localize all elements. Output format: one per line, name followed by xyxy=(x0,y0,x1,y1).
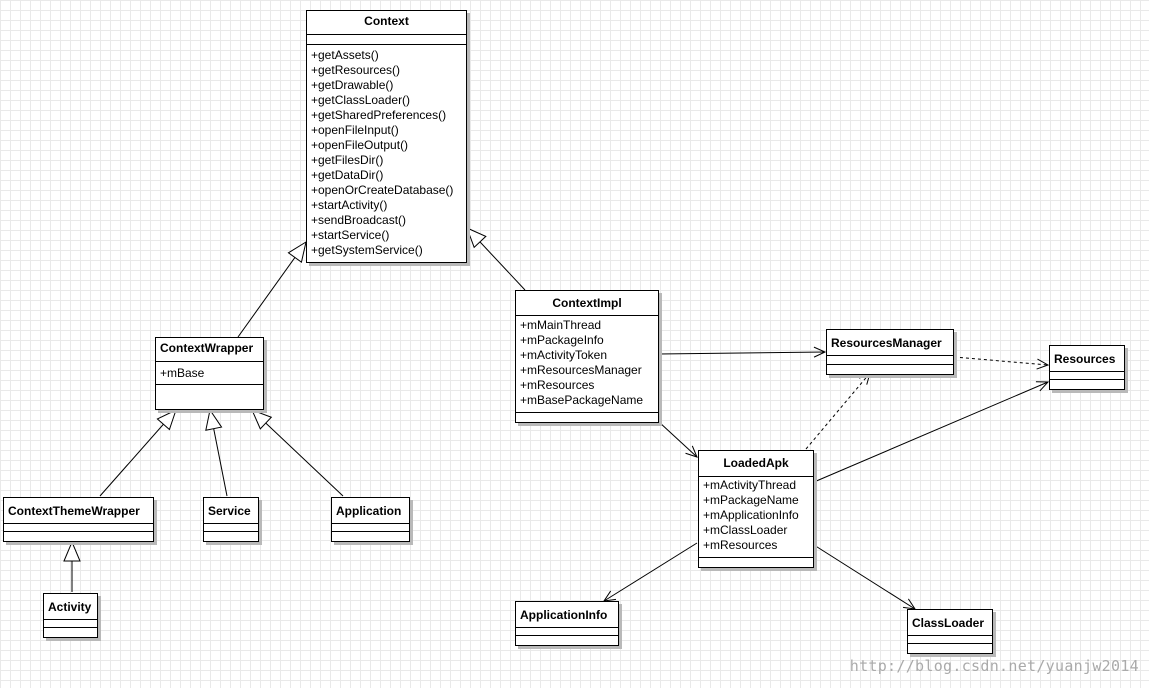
class-loaded-apk-name: LoadedApk xyxy=(723,456,789,470)
class-loaded-apk-attributes: +mActivityThread+mPackageName+mApplicati… xyxy=(703,478,811,553)
class-context-impl-name: ContextImpl xyxy=(552,296,622,310)
class-resources-name: Resources xyxy=(1054,352,1116,366)
method-item: +openOrCreateDatabase() xyxy=(311,183,454,197)
edge-contextimpl-context xyxy=(466,227,526,291)
class-context-wrapper[interactable]: ContextWrapper +mBase xyxy=(155,337,264,410)
class-loaded-apk[interactable]: LoadedApk +mActivityThread+mPackageName+… xyxy=(698,450,814,568)
edge-loadedapk-resources xyxy=(813,381,1050,483)
edge-loadedapk-resourcesmanager xyxy=(805,372,871,450)
method-item: +openFileInput() xyxy=(311,123,399,137)
attribute-item: +mClassLoader xyxy=(703,523,788,537)
class-class-loader-name: ClassLoader xyxy=(912,616,985,630)
edge-contextthemewrapper-contextwrapper xyxy=(99,409,177,497)
edge-loadedapk-applicationinfo xyxy=(602,542,698,602)
method-item: +getSharedPreferences() xyxy=(311,108,447,122)
class-resources-manager-name: ResourcesManager xyxy=(831,336,942,350)
method-item: +sendBroadcast() xyxy=(311,213,407,227)
attribute-item: +mBase xyxy=(160,366,205,380)
method-item: +getAssets() xyxy=(311,48,379,62)
method-item: +getResources() xyxy=(311,63,401,77)
class-class-loader[interactable]: ClassLoader xyxy=(907,609,993,654)
class-service-name: Service xyxy=(208,504,251,518)
attribute-item: +mResources xyxy=(703,538,778,552)
watermark: http://blog.csdn.net/yuanjw2014 xyxy=(849,657,1139,675)
method-item: +getSystemService() xyxy=(311,243,423,257)
class-resources[interactable]: Resources xyxy=(1049,345,1125,390)
method-item: +getFilesDir() xyxy=(311,153,384,167)
class-context-methods: +getAssets()+getResources()+getDrawable(… xyxy=(311,48,464,258)
class-resources-manager[interactable]: ResourcesManager xyxy=(826,329,954,375)
attribute-item: +mResourcesManager xyxy=(520,363,642,377)
edge-resourcesmanager-resources xyxy=(953,356,1050,370)
class-application[interactable]: Application xyxy=(331,497,410,542)
class-service[interactable]: Service xyxy=(203,497,259,542)
method-item: +startActivity() xyxy=(311,198,388,212)
class-application-name: Application xyxy=(336,504,402,518)
attribute-item: +mPackageInfo xyxy=(520,333,604,347)
edge-loadedapk-classloader xyxy=(813,544,917,610)
class-context-impl-attributes: +mMainThread+mPackageInfo+mActivityToken… xyxy=(520,318,656,408)
edge-contextwrapper-context xyxy=(237,240,307,338)
class-context-theme-wrapper-name: ContextThemeWrapper xyxy=(8,504,140,518)
attribute-item: +mResources xyxy=(520,378,595,392)
edge-application-contextwrapper xyxy=(251,409,344,497)
method-item: +startService() xyxy=(311,228,390,242)
attribute-item: +mApplicationInfo xyxy=(703,508,799,522)
method-item: +getDataDir() xyxy=(311,168,384,182)
attribute-item: +mBasePackageName xyxy=(520,393,644,407)
edge-contextimpl-loadedapk xyxy=(658,421,698,458)
class-context-wrapper-attributes: +mBase xyxy=(160,366,261,381)
attribute-item: +mPackageName xyxy=(703,493,799,507)
class-application-info[interactable]: ApplicationInfo xyxy=(515,601,619,646)
attribute-item: +mActivityThread xyxy=(703,478,797,492)
attribute-item: +mActivityToken xyxy=(520,348,608,362)
class-context-theme-wrapper[interactable]: ContextThemeWrapper xyxy=(3,497,154,542)
attribute-item: +mMainThread xyxy=(520,318,602,332)
class-activity-name: Activity xyxy=(48,600,92,614)
edge-contextimpl-resourcesmanager xyxy=(658,346,827,358)
class-context[interactable]: Context +getAssets()+getResources()+getD… xyxy=(306,10,467,263)
class-context-name: Context xyxy=(364,14,409,28)
method-item: +getDrawable() xyxy=(311,78,394,92)
class-application-info-name: ApplicationInfo xyxy=(520,608,608,622)
class-context-wrapper-name: ContextWrapper xyxy=(160,341,254,355)
class-activity[interactable]: Activity xyxy=(43,593,98,638)
method-item: +getClassLoader() xyxy=(311,93,411,107)
class-context-impl[interactable]: ContextImpl +mMainThread+mPackageInfo+mA… xyxy=(515,290,659,423)
edge-service-contextwrapper xyxy=(205,408,228,497)
method-item: +openFileOutput() xyxy=(311,138,409,152)
